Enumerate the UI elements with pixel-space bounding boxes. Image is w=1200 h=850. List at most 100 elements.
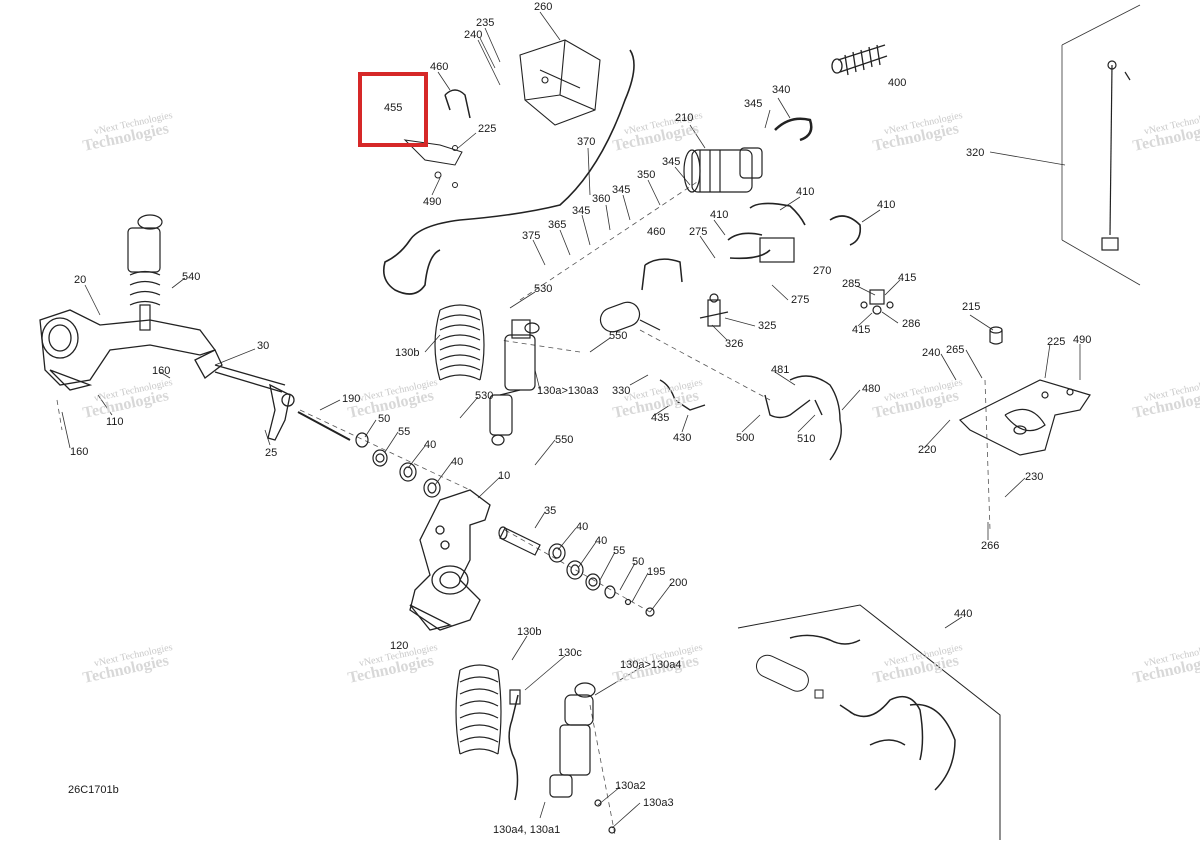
callout-label[interactable]: 510 xyxy=(797,433,816,445)
callout-label[interactable]: 286 xyxy=(902,318,921,330)
callout-label[interactable]: 225 xyxy=(478,123,497,135)
callout-label[interactable]: 210 xyxy=(675,112,694,124)
knuckle-10 xyxy=(409,489,491,631)
callout-label[interactable]: 345 xyxy=(572,205,591,217)
compressor-210 xyxy=(683,147,763,193)
callout-label[interactable]: 550 xyxy=(609,330,628,342)
callout-label[interactable]: 195 xyxy=(647,566,666,578)
callout-label[interactable]: 415 xyxy=(852,324,871,336)
callout-label[interactable]: 200 xyxy=(669,577,688,589)
callout-label[interactable]: 530 xyxy=(475,390,494,402)
callout-label[interactable]: 350 xyxy=(637,169,656,181)
callout-label[interactable]: 550 xyxy=(555,434,574,446)
callout-label[interactable]: 481 xyxy=(771,364,790,376)
callout-label[interactable]: 375 xyxy=(522,230,541,242)
callout-label[interactable]: 10 xyxy=(498,470,511,482)
callout-label[interactable]: 460 xyxy=(430,61,449,73)
callout-label[interactable]: 130b xyxy=(395,347,420,359)
callout-label[interactable]: 400 xyxy=(888,77,907,89)
callout-label[interactable]: 225 xyxy=(1047,336,1066,348)
hose-410b xyxy=(829,215,862,246)
callout-label[interactable]: 530 xyxy=(534,283,553,295)
callout-label[interactable]: 110 xyxy=(106,416,124,428)
bearings xyxy=(355,432,655,617)
callout-label[interactable]: 240 xyxy=(922,347,941,359)
air-line-370 xyxy=(382,49,635,295)
hose-340 xyxy=(774,117,813,142)
callout-label[interactable]: 130a4, 130a1 xyxy=(493,824,561,836)
callout-label[interactable]: 345 xyxy=(612,184,631,196)
callout-label[interactable]: 275 xyxy=(689,226,708,238)
callout-label[interactable]: 160 xyxy=(152,365,171,377)
callout-label[interactable]: 480 xyxy=(862,383,881,395)
callout-label[interactable]: 345 xyxy=(744,98,763,110)
callout-label[interactable]: 20 xyxy=(74,274,87,286)
sensor-130c xyxy=(508,694,519,801)
callout-label[interactable]: 410 xyxy=(710,209,729,221)
callout-label[interactable]: 235 xyxy=(476,17,495,29)
callout-label[interactable]: 275 xyxy=(791,294,810,306)
callout-label[interactable]: 230 xyxy=(1025,471,1044,483)
callout-label[interactable]: 340 xyxy=(772,84,791,96)
callout-label[interactable]: 55 xyxy=(398,426,411,438)
callout-label[interactable]: 130b xyxy=(517,626,542,638)
callout-label[interactable]: 120 xyxy=(390,640,409,652)
subkit-440 xyxy=(737,604,1001,840)
bracket-260 xyxy=(519,39,601,126)
callout-label[interactable]: 410 xyxy=(796,186,815,198)
callout-label[interactable]: 345 xyxy=(662,156,681,168)
valve-block-270 xyxy=(759,237,795,263)
callout-label[interactable]: 460 xyxy=(647,226,666,238)
callout-label[interactable]: 130a3 xyxy=(643,797,674,809)
callout-label[interactable]: 440 xyxy=(954,608,973,620)
callout-label[interactable]: 50 xyxy=(378,413,391,425)
highlight-box xyxy=(358,72,428,147)
callout-label[interactable]: 35 xyxy=(544,505,557,517)
callout-label[interactable]: 190 xyxy=(342,393,361,405)
callout-label[interactable]: 55 xyxy=(613,545,626,557)
callout-label[interactable]: 410 xyxy=(877,199,896,211)
callout-label[interactable]: 365 xyxy=(548,219,567,231)
callout-label[interactable]: 266 xyxy=(981,540,1000,552)
cylinder-550 xyxy=(599,301,661,333)
callout-label[interactable]: 260 xyxy=(534,1,553,13)
callout-label[interactable]: 215 xyxy=(962,301,981,313)
hose-410a xyxy=(749,202,806,226)
fitting-415 xyxy=(860,289,894,315)
callout-label[interactable]: 415 xyxy=(898,272,917,284)
callout-label[interactable]: 455 xyxy=(384,102,403,114)
callout-label[interactable]: 540 xyxy=(182,271,201,283)
callout-label[interactable]: 500 xyxy=(736,432,755,444)
hose-410c xyxy=(727,232,771,260)
callout-label[interactable]: 240 xyxy=(464,29,483,41)
callout-label[interactable]: 330 xyxy=(612,385,631,397)
callout-label[interactable]: 220 xyxy=(918,444,937,456)
spring-130b-top xyxy=(434,304,485,381)
callout-label[interactable]: 40 xyxy=(576,521,589,533)
callout-label[interactable]: 40 xyxy=(595,535,608,547)
callout-label[interactable]: 130a>130a4 xyxy=(620,659,682,671)
callout-label[interactable]: 285 xyxy=(842,278,861,290)
callout-label[interactable]: 130a>130a3 xyxy=(537,385,599,397)
callout-label[interactable]: 490 xyxy=(423,196,442,208)
callout-label[interactable]: 130a2 xyxy=(615,780,646,792)
callout-label[interactable]: 435 xyxy=(651,412,670,424)
axis-lines xyxy=(56,179,991,836)
callout-label[interactable]: 320 xyxy=(966,147,985,159)
callout-label[interactable]: 326 xyxy=(725,338,744,350)
callout-label[interactable]: 40 xyxy=(424,439,437,451)
callout-label[interactable]: 370 xyxy=(577,136,596,148)
callout-label[interactable]: 490 xyxy=(1073,334,1092,346)
bolt-190 xyxy=(297,411,351,441)
callout-label[interactable]: 265 xyxy=(946,344,965,356)
callout-label[interactable]: 25 xyxy=(265,447,278,459)
callout-label[interactable]: 430 xyxy=(673,432,692,444)
callout-label[interactable]: 360 xyxy=(592,193,611,205)
callout-label[interactable]: 30 xyxy=(257,340,270,352)
callout-label[interactable]: 325 xyxy=(758,320,777,332)
callout-label[interactable]: 160 xyxy=(70,446,89,458)
callout-label[interactable]: 50 xyxy=(632,556,645,568)
callout-label[interactable]: 270 xyxy=(813,265,832,277)
callout-label[interactable]: 130c xyxy=(558,647,582,659)
callout-label[interactable]: 40 xyxy=(451,456,464,468)
